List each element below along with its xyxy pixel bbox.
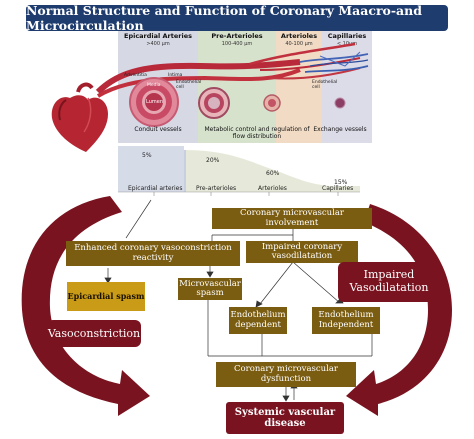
label-endothelial-cell-pre: Endothelial cell <box>176 80 202 90</box>
column-capillaries-size: < 10µm <box>336 41 358 47</box>
percent-capillaries: 15% <box>334 179 348 186</box>
column-capillaries-title: Capillaries <box>327 32 367 40</box>
axis-label-arterioles: Arterioles <box>258 185 287 192</box>
page-title: Normal Structure and Function of Coronar… <box>26 3 448 33</box>
axis-label-capillaries: Capillaries <box>322 185 354 192</box>
systemic-vascular-disease-box: Systemic vascular disease <box>226 402 344 434</box>
label-lumen: Lumen <box>146 99 163 105</box>
caption-metabolic-control: Metabolic control and regulation of flow… <box>204 126 310 140</box>
vessel-illustration-panel <box>118 31 372 143</box>
column-arterioles-title: Arterioles <box>280 32 318 40</box>
enhanced-vasoconstriction-box: Enhanced coronary vasoconstriction react… <box>66 241 240 266</box>
distribution-graph <box>118 146 360 196</box>
label-intima: Intima <box>168 73 183 78</box>
percent-pre-arterioles: 20% <box>206 157 220 164</box>
percent-epicardial: 5% <box>142 152 152 159</box>
endothelium-independent-box: Endothelium Independent <box>312 307 380 334</box>
arteriole-cross-section <box>263 94 281 112</box>
label-media: Media <box>147 83 161 88</box>
epicardial-spasm-box: Epicardial spasm <box>67 282 145 311</box>
impaired-vasodilatation-curved-arrow <box>346 204 452 416</box>
percent-arterioles: 60% <box>266 170 280 177</box>
epicardial-cross-section <box>129 77 179 127</box>
vasoconstriction-curved-arrow <box>21 196 150 416</box>
vessel-tree <box>95 42 369 98</box>
axis-label-pre-arterioles: Pre-arterioles <box>196 185 237 192</box>
column-pre-arterioles-title: Pre-Arterioles <box>211 32 263 40</box>
capillary-cross-section <box>334 97 346 109</box>
column-epicardial-size: >400 µm <box>146 41 170 47</box>
impaired-vasodilatation-box: Impaired coronary vasodilatation <box>246 241 358 263</box>
label-endothelial-cell-cap: Endothelial cell <box>312 80 338 90</box>
pre-arteriole-cross-section <box>198 87 230 119</box>
column-pre-arterioles-size: 100-400 µm <box>221 41 253 47</box>
caption-exchange-vessels: Exchange vessels <box>313 126 367 133</box>
caption-conduit-vessels: Conduit vessels <box>134 126 182 133</box>
axis-label-epicardial: Epicardial arteries <box>128 185 183 192</box>
cmv-involvement-box: Coronary microvascular involvement <box>212 208 372 229</box>
impaired-vasodilatation-label: Impaired Vasodilatation <box>338 262 440 302</box>
endothelium-dependent-box: Endothelium dependent <box>229 307 287 334</box>
label-adventitia: Adventitia <box>124 73 147 78</box>
cmv-dysfunction-box: Coronary microvascular dysfunction <box>216 362 356 387</box>
column-bg-pre-arterioles <box>198 31 276 143</box>
column-arterioles-size: 40-100 µm <box>285 41 313 47</box>
column-epicardial-title: Epicardial Arteries <box>124 32 192 40</box>
vasoconstriction-label: Vasoconstriction <box>47 320 141 347</box>
column-bg-capillaries <box>322 31 372 143</box>
microvascular-spasm-box: Microvascular spasm <box>178 278 242 300</box>
heart-icon <box>51 82 108 152</box>
